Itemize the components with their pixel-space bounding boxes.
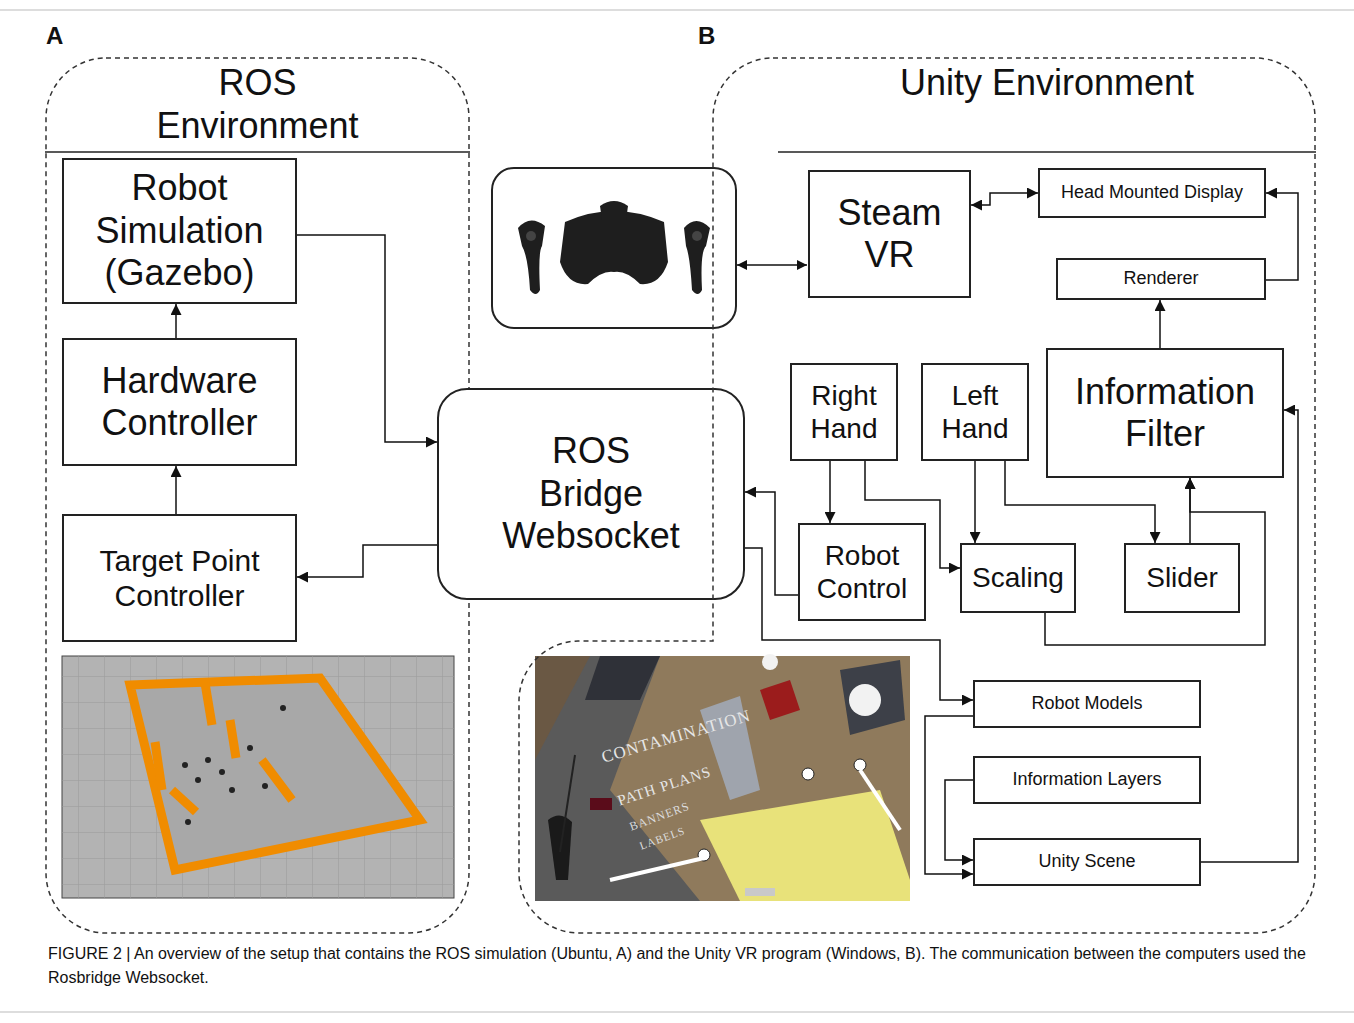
process-box: Right Hand (790, 363, 898, 461)
connector-arrow (175, 304, 177, 338)
box-label: Right Hand (800, 379, 888, 445)
process-box: Left Hand (921, 363, 1029, 461)
gazebo-walls (130, 678, 420, 870)
process-box: Robot Models (973, 680, 1201, 728)
unity-screenshot (535, 654, 910, 901)
box-label: Hardware Controller (72, 360, 287, 445)
connector-arrow (1045, 478, 1265, 645)
arena-wall (262, 760, 292, 800)
box-label: Renderer (1123, 268, 1198, 289)
box-label: Robot Models (1031, 693, 1142, 714)
dashed-outline (519, 58, 1315, 933)
connector-arrow (745, 492, 798, 595)
path-plan (610, 858, 704, 880)
process-box: Steam VR (808, 170, 971, 298)
screenshot-label: PATH PLANS (615, 763, 713, 809)
process-box: Unity Scene (973, 838, 1201, 886)
controller-left (518, 220, 545, 294)
arena-wall (172, 790, 196, 812)
screenshot-ground (535, 656, 910, 901)
box-label: Robot Control (808, 539, 916, 605)
process-box: Slider (1124, 543, 1240, 613)
arena-outline (130, 678, 420, 870)
connector-arrow (1159, 300, 1161, 348)
path-plan (860, 770, 900, 830)
figure-caption: FIGURE 2 | An overview of the setup that… (48, 942, 1310, 990)
box-label: Unity Scene (1038, 851, 1135, 872)
connector-arrow (829, 461, 831, 523)
process-box: Robot Control (798, 523, 926, 621)
connector-arrow (1266, 193, 1298, 280)
process-box: Robot Simulation (Gazebo) (62, 158, 297, 304)
process-box: Information Filter (1046, 348, 1284, 478)
process-box: Head Mounted Display (1038, 168, 1266, 218)
waypoint-sphere (762, 654, 778, 670)
slider-knob (590, 798, 612, 810)
box-label: ROS Bridge Websocket (499, 430, 684, 557)
red-tiles (760, 680, 800, 720)
dashed-outline (46, 58, 469, 933)
connector-arrow (971, 193, 1038, 205)
page-rule (0, 10, 1354, 11)
screenshot-label: CONTAMINATION (599, 706, 753, 768)
panel-letter: B (698, 22, 715, 50)
process-box: Renderer (1056, 258, 1266, 300)
arena-wall (155, 742, 162, 790)
heading-rule (778, 151, 1316, 153)
box-label: Information Layers (1012, 769, 1161, 790)
box-label: Robot Simulation (Gazebo) (72, 167, 287, 294)
connector-arrow (297, 235, 437, 442)
headset-link (737, 264, 807, 266)
process-box: Hardware Controller (62, 338, 297, 466)
gazebo-grid (62, 656, 454, 898)
bridge-box: ROS Bridge Websocket (437, 388, 745, 600)
process-box: Information Layers (973, 756, 1201, 804)
gazebo-robots (182, 705, 286, 825)
arena-wall (205, 683, 212, 725)
headset-strap (600, 201, 628, 220)
gazebo-screenshot (62, 656, 454, 898)
region-heading: Unity Environment (897, 61, 1197, 104)
process-box: Target Point Controller (62, 514, 297, 642)
connector-arrow (297, 545, 437, 577)
connector-arrow (925, 716, 973, 874)
panel-letter: A (46, 22, 63, 50)
arena-wall (230, 720, 236, 758)
screenshot-arena (610, 656, 910, 901)
region-heading: ROS Environment (138, 61, 378, 147)
box-label: Slider (1146, 561, 1218, 594)
vr-headset-icon (518, 201, 710, 294)
connector-arrow (974, 461, 976, 543)
box-label: Steam VR (830, 192, 950, 277)
slider-track (560, 755, 575, 852)
connector-arrow (175, 466, 177, 514)
process-box: Scaling (960, 543, 1076, 613)
screenshot-floor (535, 656, 910, 901)
box-label: Information Filter (1056, 371, 1274, 456)
environment-region: ROS EnvironmentRobot Simulation (Gazebo)… (45, 57, 470, 934)
connector-arrow (945, 780, 973, 860)
page-rule (0, 1012, 1354, 1013)
heading-rule (45, 151, 470, 153)
screenshot-wall (840, 660, 905, 735)
box-label: Target Point Controller (72, 543, 287, 614)
controller-pad (526, 231, 536, 241)
headset-shape (560, 211, 668, 284)
screenshot-wall (585, 656, 660, 700)
box-label: Head Mounted Display (1061, 182, 1243, 203)
box-label: Scaling (972, 561, 1064, 594)
robot-marker (854, 759, 866, 771)
waypoint-sphere (849, 684, 881, 716)
contamination-area (700, 790, 910, 901)
headset-box (492, 168, 736, 328)
screenshot-marker (745, 888, 775, 896)
connector-arrow (1189, 478, 1191, 543)
controller-right (684, 221, 710, 294)
controller-pad (692, 231, 702, 241)
robot-marker (802, 768, 814, 780)
box-label: Left Hand (931, 379, 1019, 445)
